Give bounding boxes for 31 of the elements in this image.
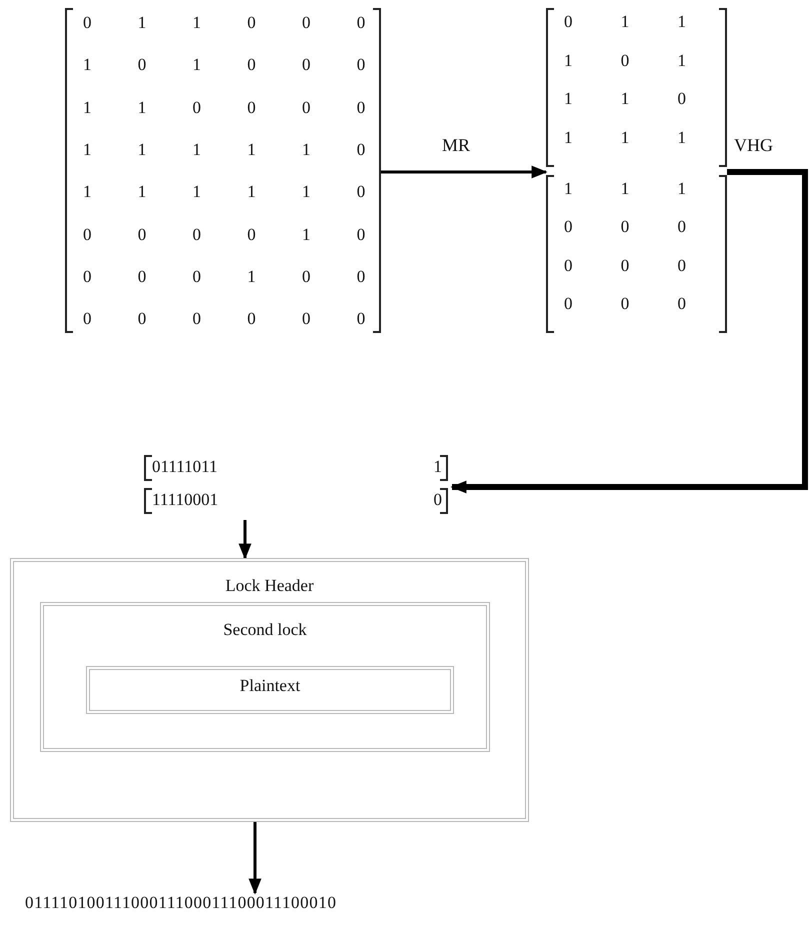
arrow	[248, 822, 262, 895]
matrix-row: 1 1 1 1 1 0	[83, 140, 366, 160]
matrix-row: 1 1 1	[564, 178, 686, 198]
arrow	[238, 520, 252, 560]
matrix-row: 0 0 0 0 1 0	[83, 224, 366, 244]
bit-string: 01111011	[152, 457, 218, 477]
matrix-row: 0 1 1	[564, 12, 686, 32]
matrix-row: 0 0 0	[564, 256, 686, 276]
matrix-row: 0 0 0	[564, 217, 686, 237]
bit-string: 11110001	[152, 490, 218, 510]
frame-box	[40, 602, 490, 752]
matrix-row: 0 0 0 1 0 0	[83, 266, 366, 287]
arrow	[450, 169, 808, 494]
matrix-row: 0 0 0	[564, 294, 686, 314]
bit-string: 01111010011100011100011100011100010	[25, 893, 485, 919]
bit-value: 0	[434, 490, 442, 510]
box-title: Lock Header	[225, 576, 314, 596]
frame-box	[10, 558, 529, 822]
matrix-row: 1 1 1 1 1 0	[83, 182, 366, 202]
matrix-row: 0 0 0 0 0 0	[83, 309, 366, 330]
matrix-row: 1 0 1 0 0 0	[83, 55, 366, 76]
matrix-row: 1 0 1	[564, 50, 686, 70]
box-title: Second lock	[223, 620, 307, 640]
frame-box	[86, 666, 454, 714]
matrix-row: 0 1 1 0 0 0	[83, 13, 366, 33]
matrix-row: 1 1 0	[564, 89, 686, 109]
bit-value: 1	[434, 457, 442, 477]
arrow	[381, 166, 548, 178]
box-title: Plaintext	[240, 676, 300, 696]
matrix-row: 1 1 0 0 0 0	[83, 98, 366, 118]
matrix-row: 1 1 1	[564, 128, 686, 148]
